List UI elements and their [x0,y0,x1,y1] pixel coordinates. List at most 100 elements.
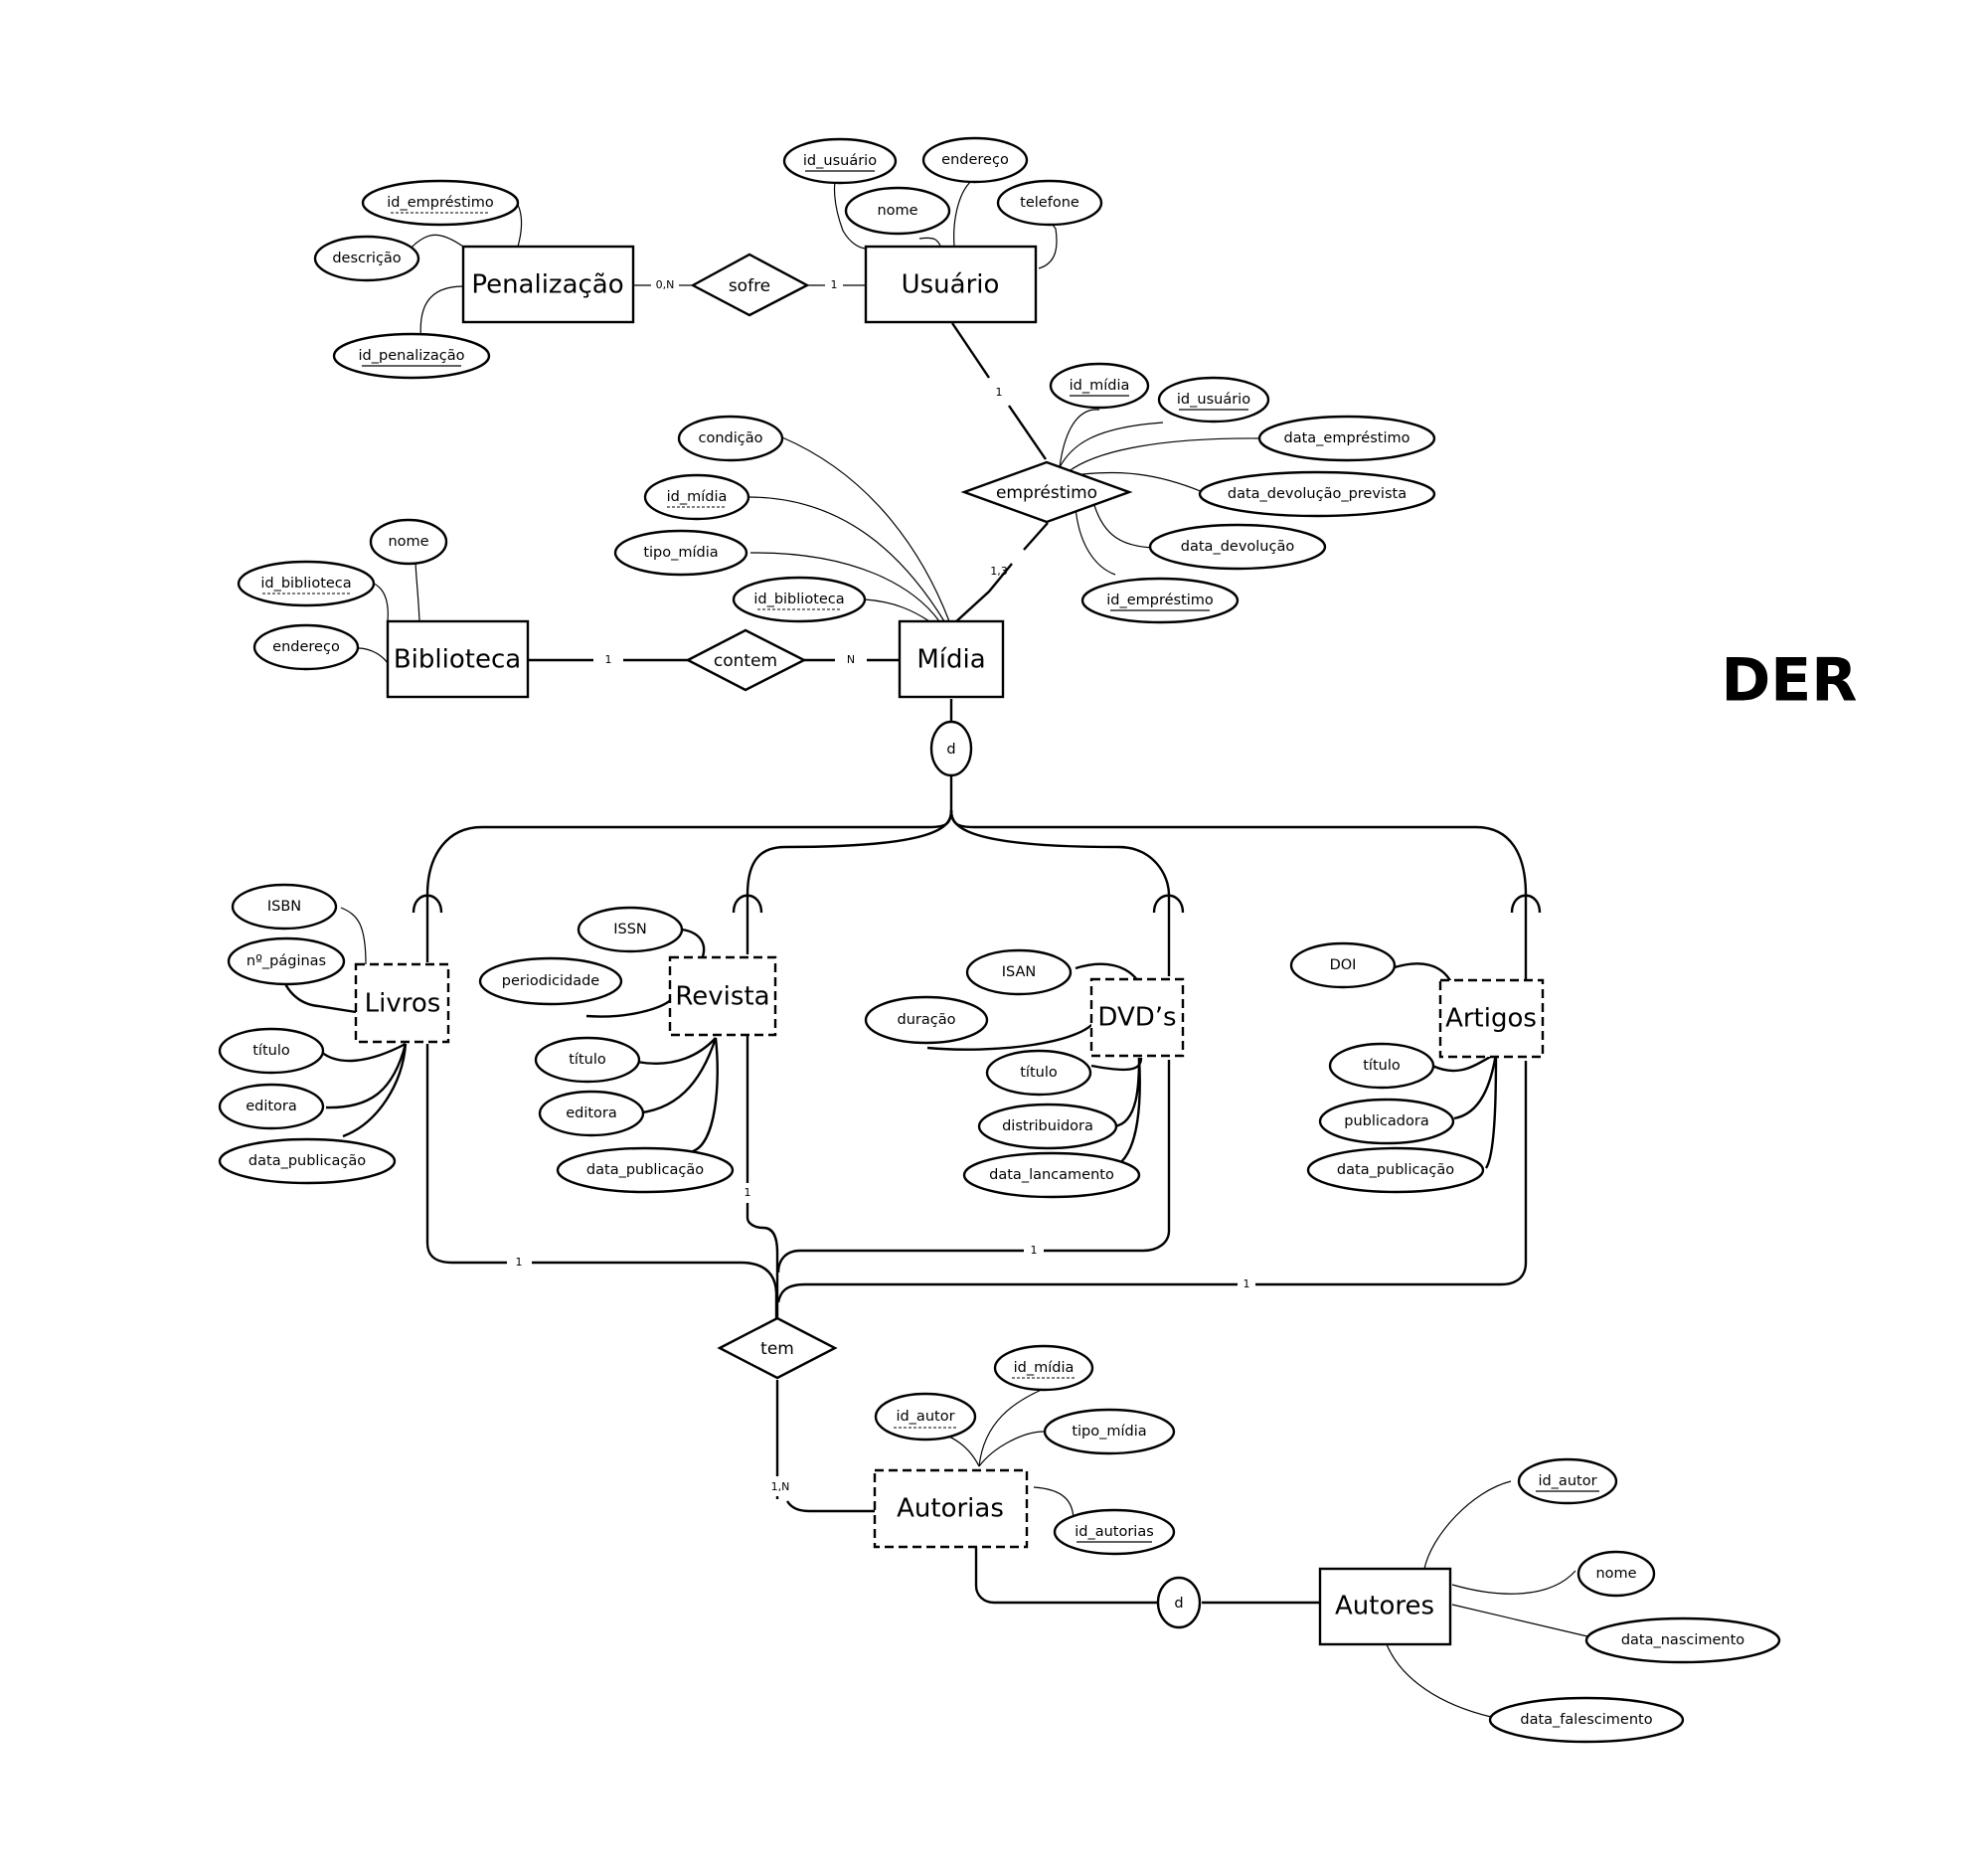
attr-dvds-data-lancamento[interactable]: data_lancamento [962,1151,1141,1199]
card-penalizacao-sofre: 0,N [656,278,675,291]
attr-emprestimo-data-devolucao-prevista[interactable]: data_devolução_prevista [1198,470,1436,518]
svg-text:DOI: DOI [1330,957,1357,973]
svg-text:data_publicação: data_publicação [1337,1162,1454,1178]
attr-penalizacao-id-penalizacao[interactable]: id_penalização [332,332,491,380]
attr-midia-condicao[interactable]: condição [677,415,784,462]
relationship-label: tem [760,1339,794,1359]
svg-text:título: título [1020,1065,1058,1081]
attr-autores-nome[interactable]: nome [1576,1550,1656,1598]
card-revista-tem: 1 [745,1186,751,1199]
attr-livros-titulo[interactable]: título [218,1027,325,1075]
entity-biblioteca[interactable]: Biblioteca [386,619,530,699]
attr-usuario-telefone[interactable]: telefone [996,179,1103,227]
svg-text:nº_páginas: nº_páginas [247,953,326,969]
attr-autores-data-nascimento[interactable]: data_nascimento [1584,1616,1781,1664]
relationship-contem[interactable]: contem [685,628,807,692]
svg-text:descrição: descrição [332,251,401,266]
specialization-midia: d [929,720,973,777]
attr-dvds-isan[interactable]: ISAN [965,948,1073,996]
attr-revista-data-publicacao[interactable]: data_publicação [556,1146,735,1194]
attr-biblioteca-nome[interactable]: nome [369,518,448,566]
attr-autores-data-falescimento[interactable]: data_falescimento [1488,1696,1685,1744]
attr-artigos-titulo[interactable]: título [1328,1042,1435,1090]
card-sofre-usuario: 1 [831,278,838,291]
specialization-label: d [946,742,955,758]
entity-revista[interactable]: Revista [668,955,777,1037]
attr-biblioteca-endereco[interactable]: endereço [252,623,360,671]
svg-text:id_penalização: id_penalização [359,348,465,364]
attr-autorias-id-autor[interactable]: id_autor [874,1392,977,1442]
attr-emprestimo-id-midia[interactable]: id_mídia [1049,362,1150,410]
attr-usuario-id-usuario[interactable]: id_usuário [782,137,898,185]
svg-text:duração: duração [898,1012,956,1028]
card-artigos-tem: 1 [1243,1277,1250,1290]
attr-revista-issn[interactable]: ISSN [577,906,684,953]
entity-dvds[interactable]: DVD’s [1089,977,1185,1058]
card-usuario-emprestimo: 1 [996,386,1003,399]
entity-artigos[interactable]: Artigos [1438,978,1545,1059]
svg-text:id_empréstimo: id_empréstimo [1106,593,1214,608]
attr-emprestimo-id-usuario[interactable]: id_usuário [1157,376,1270,424]
svg-text:id_mídia: id_mídia [1014,1360,1075,1376]
attr-livros-n-paginas[interactable]: nº_páginas [227,936,346,986]
entity-penalizacao[interactable]: Penalização [461,245,635,324]
attr-midia-tipo-midia[interactable]: tipo_mídia [613,529,748,577]
entity-label: Penalização [471,270,623,300]
svg-text:id_autorias: id_autorias [1075,1524,1154,1540]
attr-midia-id-biblioteca[interactable]: id_biblioteca [732,576,867,623]
attr-autorias-id-autorias[interactable]: id_autorias [1053,1508,1176,1556]
entity-label: Autores [1335,1592,1434,1621]
svg-text:id_empréstimo: id_empréstimo [387,195,494,211]
attr-emprestimo-data-emprestimo[interactable]: data_empréstimo [1257,415,1436,462]
attr-dvds-titulo[interactable]: título [985,1049,1092,1097]
svg-text:nome: nome [388,534,428,550]
card-emprestimo-midia: 1,3 [990,565,1008,578]
relationship-tem[interactable]: tem [717,1316,838,1380]
svg-text:data_nascimento: data_nascimento [1621,1632,1744,1648]
svg-text:id_mídia: id_mídia [1070,378,1130,394]
attr-midia-id-midia[interactable]: id_mídia [643,473,750,521]
svg-text:data_devolução: data_devolução [1181,539,1295,555]
entity-label: Usuário [902,270,1000,300]
entity-autorias[interactable]: Autorias [873,1468,1029,1549]
relationship-sofre[interactable]: sofre [690,253,810,317]
attr-biblioteca-id-biblioteca[interactable]: id_biblioteca [237,560,376,607]
attr-autores-id-autor[interactable]: id_autor [1517,1457,1618,1505]
entity-label: Artigos [1445,1004,1537,1034]
attr-artigos-doi[interactable]: DOI [1289,941,1397,989]
entity-livros[interactable]: Livros [354,962,450,1044]
attr-artigos-data-publicacao[interactable]: data_publicação [1306,1146,1485,1194]
attr-emprestimo-data-devolucao[interactable]: data_devolução [1148,523,1327,571]
attr-revista-titulo[interactable]: título [534,1036,641,1084]
attr-autorias-id-midia[interactable]: id_mídia [993,1344,1094,1392]
entity-label: Revista [675,982,769,1012]
attr-dvds-distribuidora[interactable]: distribuidora [977,1103,1118,1150]
card-livros-tem: 1 [516,1256,523,1269]
attr-livros-editora[interactable]: editora [218,1083,325,1130]
entity-midia[interactable]: Mídia [898,619,1005,699]
svg-text:endereço: endereço [272,639,340,655]
svg-text:data_falescimento: data_falescimento [1520,1712,1652,1728]
attr-livros-data-publicacao[interactable]: data_publicação [218,1137,397,1185]
svg-text:título: título [252,1043,290,1059]
attr-artigos-publicadora[interactable]: publicadora [1318,1098,1455,1145]
cardinalities: 0,N 1 1 1,3 1 N 1 1 1 1 1,N [516,278,1250,1493]
attr-usuario-endereco[interactable]: endereço [921,136,1029,184]
attr-revista-editora[interactable]: editora [538,1090,645,1137]
svg-text:ISBN: ISBN [267,899,301,915]
attr-penalizacao-descricao[interactable]: descrição [313,235,420,282]
attr-penalizacao-id-emprestimo[interactable]: id_empréstimo [361,179,520,227]
attr-revista-periodicidade[interactable]: periodicidade [478,956,623,1006]
attr-emprestimo-id-emprestimo[interactable]: id_empréstimo [1080,577,1240,624]
entity-autores[interactable]: Autores [1318,1567,1452,1646]
relationship-emprestimo[interactable]: empréstimo [960,460,1133,524]
svg-text:tipo_mídia: tipo_mídia [643,545,718,561]
svg-text:telefone: telefone [1020,195,1079,211]
svg-text:data_lancamento: data_lancamento [989,1167,1114,1183]
attr-dvds-duracao[interactable]: duração [864,995,989,1045]
attr-livros-isbn[interactable]: ISBN [231,883,338,931]
entity-usuario[interactable]: Usuário [864,245,1038,324]
attr-usuario-nome[interactable]: nome [844,186,951,236]
attr-autorias-tipo-midia[interactable]: tipo_mídia [1043,1408,1176,1455]
